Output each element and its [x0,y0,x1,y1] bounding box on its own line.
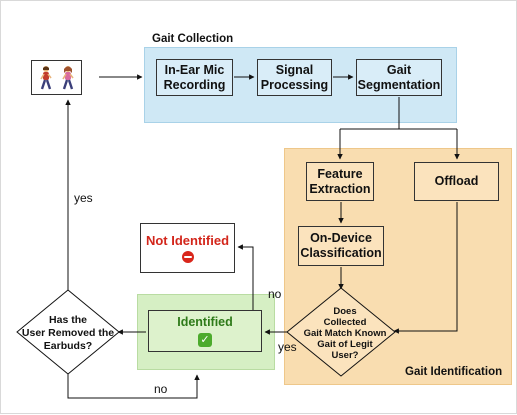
feature-line-1: Feature [317,166,363,181]
no-label-match: no [268,287,282,301]
walker-left-icon [39,65,52,89]
identified-label: Identified [177,315,233,329]
match-line-2: Collected [323,316,367,328]
match-line-3: Gait Match Known [303,327,387,339]
no-entry-icon [181,251,194,263]
two-walking-people-icon [37,65,77,91]
arrow-no-to-notidentified [237,244,254,327]
not-identified-label: Not Identified [145,233,230,248]
check-mark-icon: ✓ [198,333,212,347]
decision-diamond-match [286,287,396,377]
gait-collection-title: Gait Collection [152,33,234,45]
gait-match-decision: Does Collected Gait Match Known Gait of … [298,297,392,369]
on-device-classification-box: On-Device Classification [298,226,384,266]
feature-extraction-box: Feature Extraction [306,162,374,201]
seg-line-2: Segmentation [357,77,441,92]
arrow-offload-to-match [393,202,458,334]
earbuds-removed-decision: Has the User Removed the Earbuds? [21,299,115,367]
identified-box: Identified ✓ [148,310,262,352]
signal-processing-box: Signal Processing [257,59,332,96]
offload-label: Offload [434,174,479,188]
arrow-no-back-to-identified [67,374,200,399]
removed-line-2: User Removed the [21,326,115,339]
match-line-5: User? [331,349,359,361]
walkers-box [31,60,82,95]
ondevice-line-1: On-Device [310,231,372,245]
match-line-4: Gait of Legit [317,338,373,350]
signal-line-1: Signal [275,62,314,77]
yes-label-match: yes [278,340,297,354]
removed-line-3: Earbuds? [43,339,93,352]
yes-label-removed: yes [74,191,93,205]
not-identified-box: Not Identified [140,223,235,273]
feature-line-2: Extraction [309,181,371,196]
walker-right-icon [61,65,74,89]
decision-diamond-removed [16,289,120,375]
gait-segmentation-box: Gait Segmentation [356,59,442,96]
seg-line-1: Gait [386,62,412,77]
signal-line-2: Processing [260,77,329,92]
mic-line-1: In-Ear Mic [164,62,225,77]
ondevice-line-2: Classification [300,246,382,260]
removed-line-1: Has the [49,313,87,326]
offload-box: Offload [414,162,499,201]
gait-identification-title: Gait Identification [405,366,503,378]
in-ear-mic-recording-box: In-Ear Mic Recording [156,59,233,96]
match-line-1: Does [333,305,357,317]
no-label-removed: no [154,382,168,396]
mic-line-2: Recording [163,77,226,92]
